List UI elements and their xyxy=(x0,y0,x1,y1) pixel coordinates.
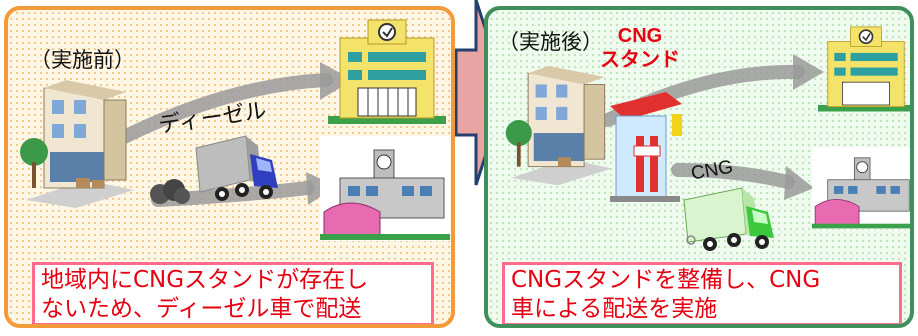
school-icon xyxy=(818,26,910,112)
cng-stand-label: CNG スタンド xyxy=(594,24,686,72)
before-panel: （実施前） ディーゼル xyxy=(4,6,455,328)
before-note-line-2: ないため、ディーゼル車で配送 xyxy=(41,296,362,322)
before-title: （実施前） xyxy=(30,48,135,72)
depot-building-icon xyxy=(505,65,613,186)
after-panel: （実施後） CNG スタンド CNG xyxy=(484,6,914,328)
after-note-line-1: CNGスタンドを整備し、CNG xyxy=(511,267,821,293)
before-note-box: 地域内にCNGスタンドが存在し ないため、ディーゼル車で配送 xyxy=(32,262,434,324)
diesel-truck-icon xyxy=(195,135,278,201)
cng-stand-label-line-2: スタンド xyxy=(600,49,680,71)
after-note-box: CNGスタンドを整備し、CNG 車による配送を実施 xyxy=(502,262,902,324)
cng-station-icon xyxy=(610,92,682,202)
after-title: （実施後） xyxy=(498,30,603,54)
clean-exhaust-icon xyxy=(686,235,696,245)
after-note-line-2: 車による配送を実施 xyxy=(511,296,718,322)
exhaust-smoke-icon xyxy=(150,179,190,204)
cng-truck-icon xyxy=(683,187,774,251)
factory-icon xyxy=(812,146,910,230)
cng-stand-label-line-1: CNG xyxy=(617,25,663,47)
depot-building-icon xyxy=(20,80,134,208)
before-note-line-1: 地域内にCNGスタンドが存在し xyxy=(41,267,369,293)
school-icon xyxy=(328,19,446,124)
factory-icon xyxy=(320,136,450,241)
